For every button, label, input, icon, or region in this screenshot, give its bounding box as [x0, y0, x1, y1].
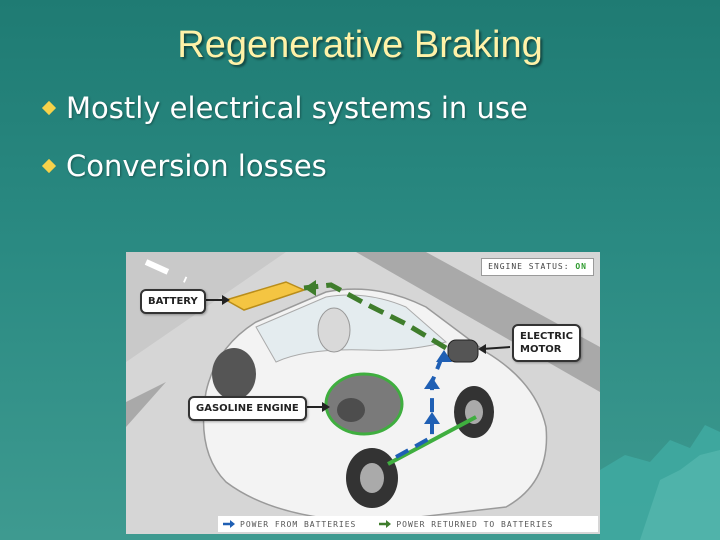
legend-item-power-from-batteries: POWER FROM BATTERIES: [218, 519, 356, 529]
gasoline-engine-block: [324, 372, 404, 436]
diamond-bullet-icon: [41, 158, 57, 174]
regenerative-braking-diagram: ENGINE STATUS: ON BATTERY ELECTRIC MOTOR…: [126, 252, 600, 534]
diagram-legend: POWER FROM BATTERIES POWER RETURNED TO B…: [218, 516, 598, 532]
car-windshield: [255, 294, 448, 363]
gasoline-engine-callout: GASOLINE ENGINE: [188, 396, 307, 421]
bullet-item: Mostly electrical systems in use: [40, 88, 528, 128]
electric-motor-callout: ELECTRIC MOTOR: [512, 324, 581, 362]
bullet-text: Mostly electrical systems in use: [66, 91, 528, 125]
wheel-rear-left: [212, 348, 256, 400]
battery-callout: BATTERY: [140, 289, 206, 314]
blue-arrow-icon: [223, 520, 235, 528]
legend-item-power-returned: POWER RETURNED TO BATTERIES: [374, 519, 553, 529]
bullet-text: Conversion losses: [66, 149, 327, 183]
electric-motor-label-line2: MOTOR: [520, 344, 562, 355]
electric-motor-block: [447, 339, 479, 363]
bullet-list: Mostly electrical systems in use Convers…: [40, 88, 528, 204]
gasoline-engine-label: GASOLINE ENGINE: [196, 403, 299, 414]
battery-block: [224, 281, 307, 311]
electric-motor-label-line1: ELECTRIC: [520, 331, 573, 342]
legend-label: POWER FROM BATTERIES: [240, 519, 357, 529]
engine-status: ENGINE STATUS: ON: [481, 258, 594, 276]
diamond-bullet-icon: [41, 100, 57, 116]
engine-status-label: ENGINE STATUS:: [488, 262, 570, 271]
slide-title: Regenerative Braking: [177, 24, 543, 66]
green-arrow-icon: [379, 520, 392, 528]
bullet-item: Conversion losses: [40, 146, 528, 186]
engine-status-value: ON: [575, 262, 587, 271]
legend-label: POWER RETURNED TO BATTERIES: [396, 519, 554, 529]
battery-label: BATTERY: [148, 296, 198, 307]
